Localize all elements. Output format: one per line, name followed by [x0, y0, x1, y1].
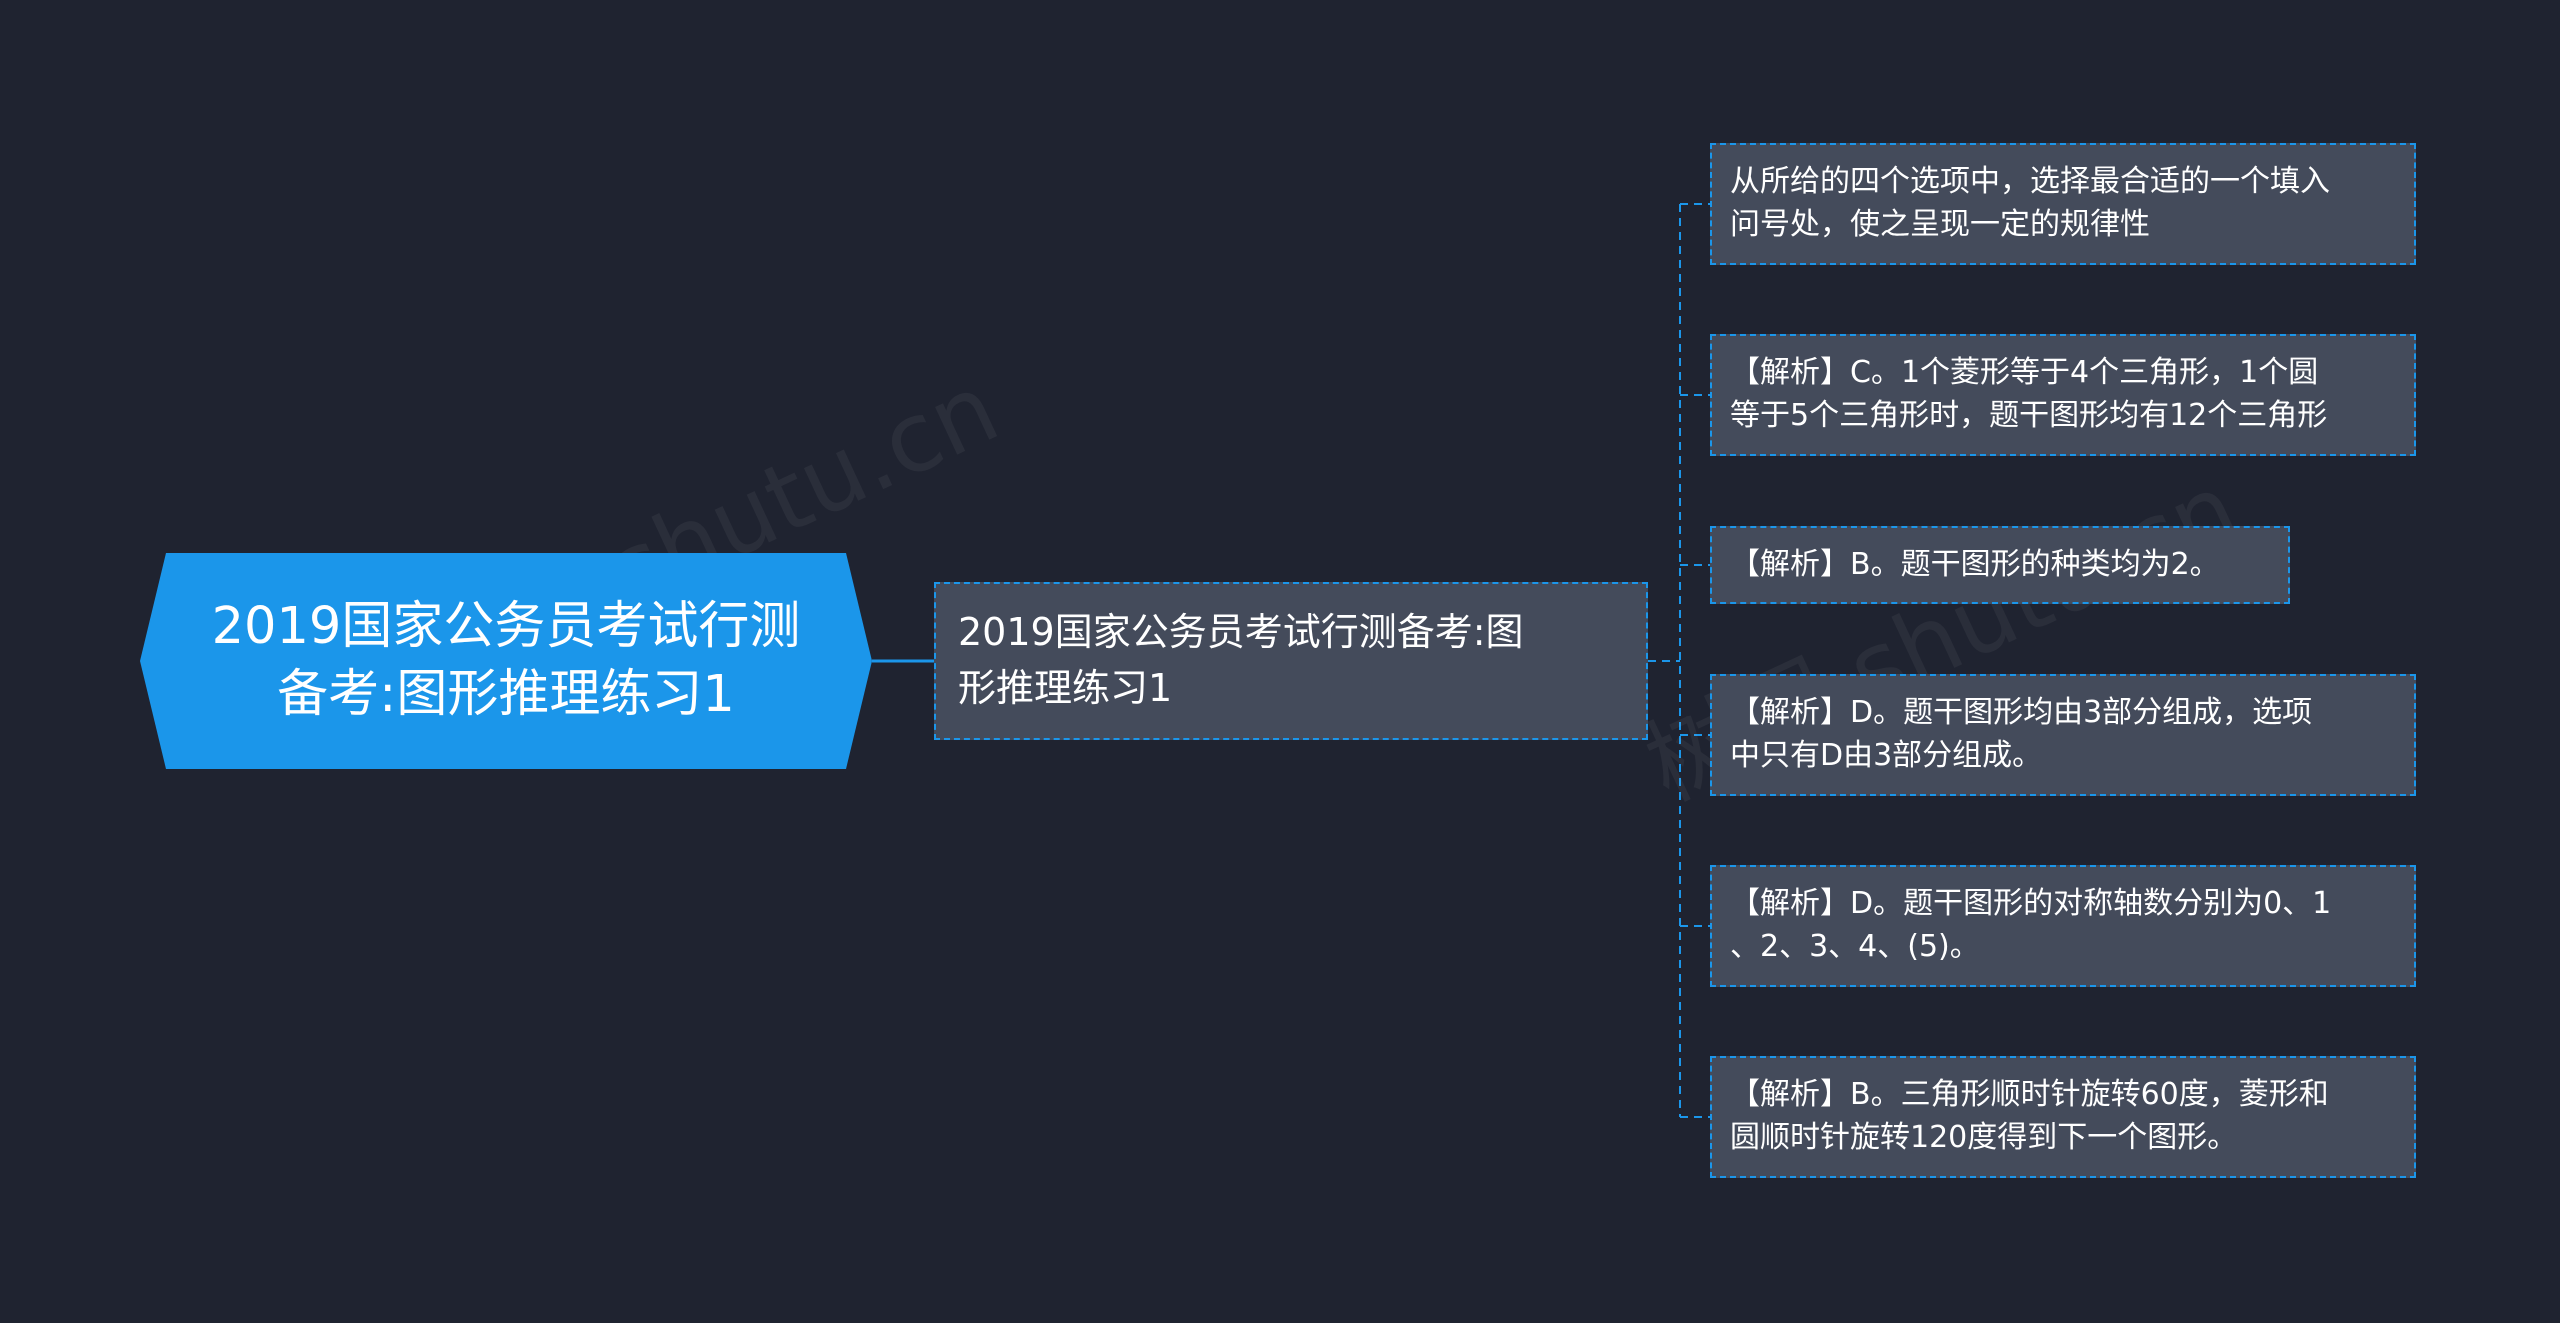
subtopic-node[interactable]: 【解析】C。1个菱形等于4个三角形，1个圆 等于5个三角形时，题干图形均有12个… [1710, 334, 2416, 456]
subtopic-node[interactable]: 【解析】D。题干图形的对称轴数分别为0、1 、2、3、4、(5)。 [1710, 865, 2416, 987]
subtopic-node[interactable]: 从所给的四个选项中，选择最合适的一个填入 问号处，使之呈现一定的规律性 [1710, 143, 2416, 265]
subtopic-node[interactable]: 【解析】D。题干图形均由3部分组成，选项 中只有D由3部分组成。 [1710, 674, 2416, 796]
root-topic-line: 备考:图形推理练习1 [277, 665, 735, 724]
root-topic-line: 2019国家公务员考试行测 [211, 597, 801, 656]
main-topic-line: 形推理练习1 [958, 666, 1173, 710]
subtopic-node[interactable]: 【解析】B。题干图形的种类均为2。 [1710, 526, 2290, 604]
subtopic-node[interactable]: 【解析】B。三角形顺时针旋转60度，菱形和 圆顺时针旋转120度得到下一个图形。 [1710, 1056, 2416, 1178]
root-topic-text: 2019国家公务员考试行测 备考:图形推理练习1 [212, 593, 801, 729]
root-topic[interactable]: 2019国家公务员考试行测 备考:图形推理练习1 [140, 553, 872, 769]
main-topic[interactable]: 2019国家公务员考试行测备考:图 形推理练习1 [934, 582, 1648, 740]
main-topic-line: 2019国家公务员考试行测备考:图 [958, 610, 1524, 654]
